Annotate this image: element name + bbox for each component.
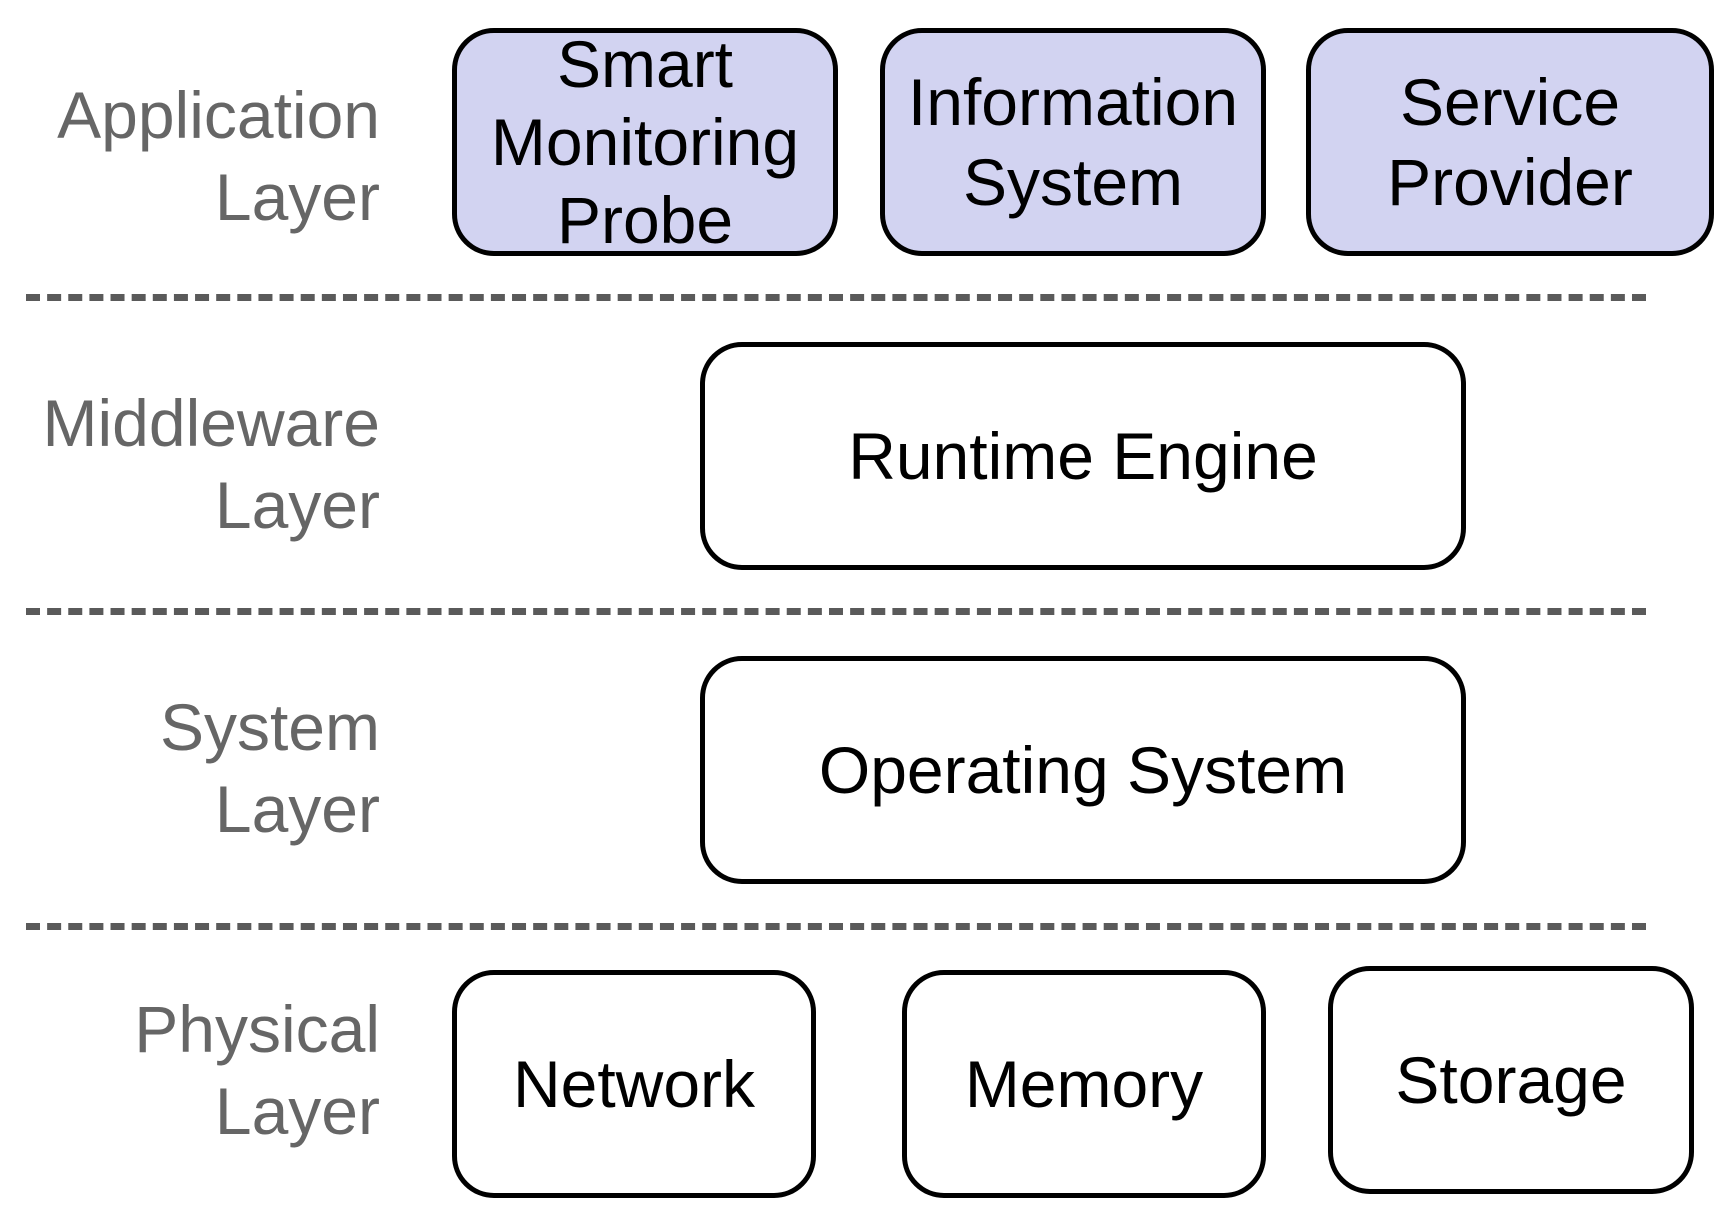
middleware-layer-label-line2: Layer bbox=[214, 468, 380, 542]
middleware-layer-label: Middleware Layer bbox=[43, 382, 380, 546]
box-text-line: Memory bbox=[964, 1047, 1204, 1121]
box-text-line: Service bbox=[1399, 65, 1621, 139]
box-text-line: Smart bbox=[556, 27, 734, 101]
network-box: Network bbox=[452, 970, 816, 1198]
information-system-box: Information System bbox=[880, 28, 1266, 256]
box-text-line: Network bbox=[512, 1047, 756, 1121]
operating-system-box: Operating System bbox=[700, 656, 1466, 884]
application-layer-label: Application Layer bbox=[57, 74, 380, 238]
application-layer-label-line1: Application bbox=[57, 78, 380, 152]
application-layer-label-line2: Layer bbox=[214, 160, 380, 234]
physical-layer-label-line2: Layer bbox=[214, 1074, 380, 1148]
box-text-line: Operating System bbox=[818, 733, 1348, 807]
physical-layer-label-line1: Physical bbox=[134, 992, 380, 1066]
smart-monitoring-probe-box: Smart Monitoring Probe bbox=[452, 27, 838, 257]
box-text-line: Probe bbox=[556, 183, 734, 257]
layer-divider bbox=[26, 608, 1646, 615]
layer-divider bbox=[26, 923, 1646, 930]
storage-box: Storage bbox=[1328, 966, 1694, 1194]
system-layer-label: System Layer bbox=[160, 686, 380, 850]
physical-layer-label: Physical Layer bbox=[134, 988, 380, 1152]
middleware-layer-label-line1: Middleware bbox=[42, 386, 380, 460]
memory-box: Memory bbox=[902, 970, 1266, 1198]
box-text-line: Monitoring bbox=[490, 105, 800, 179]
service-provider-box: Service Provider bbox=[1306, 28, 1714, 256]
box-text-line: Storage bbox=[1395, 1043, 1627, 1117]
box-text-line: System bbox=[962, 145, 1184, 219]
box-text-line: Provider bbox=[1387, 145, 1633, 219]
system-layer-label-line1: System bbox=[159, 690, 380, 764]
system-layer-label-line2: Layer bbox=[214, 772, 380, 846]
runtime-engine-box: Runtime Engine bbox=[700, 342, 1466, 570]
box-text-line: Runtime Engine bbox=[848, 419, 1318, 493]
box-text-line: Information bbox=[907, 65, 1239, 139]
layer-divider bbox=[26, 294, 1646, 301]
